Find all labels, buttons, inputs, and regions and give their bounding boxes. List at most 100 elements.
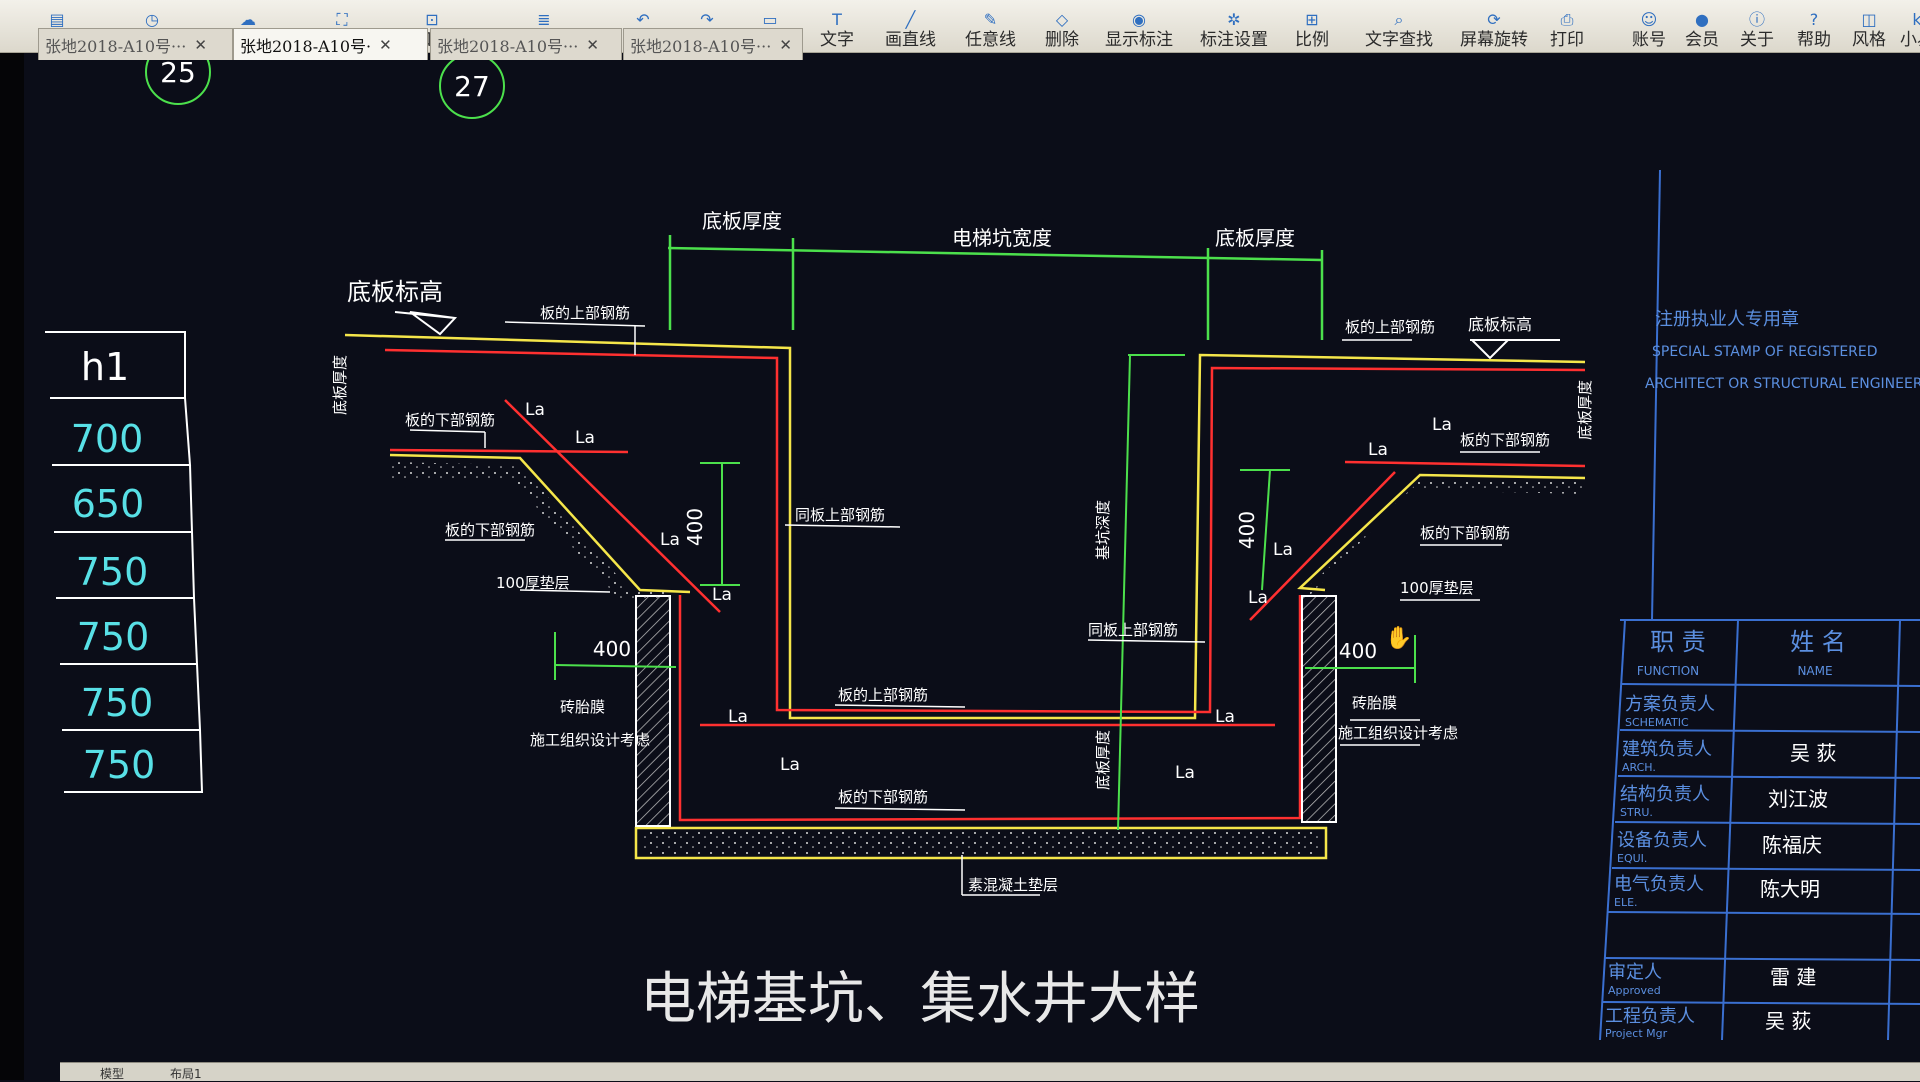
slab-top-rebar-label: 板的上部钢筋 <box>540 304 630 322</box>
tab-document[interactable]: 张地2018-A10号···✕ <box>430 28 622 60</box>
tab-document[interactable]: 张地2018-A10号···✕ <box>623 28 803 60</box>
toolbar-button[interactable]: ◉显示标注 <box>1105 4 1173 51</box>
toolbar-button[interactable]: ✎任意线 <box>965 4 1016 51</box>
slab-thickness-vertical: 底板厚度 <box>1094 730 1112 790</box>
elevation-marker <box>394 311 458 336</box>
toolbar-button[interactable]: ◇删除 <box>1045 4 1079 51</box>
slab-thickness-vertical: 底板厚度 <box>331 355 349 415</box>
la-label: La <box>1432 415 1452 435</box>
tab-layout[interactable]: 布局1 <box>170 1067 202 1081</box>
help-icon: ? <box>1809 10 1819 29</box>
tb-role: 审定人 <box>1608 962 1662 983</box>
construction-note: 施工组织设计考虑 <box>530 731 650 749</box>
stamp-line-en: ARCHITECT OR STRUCTURAL ENGINEER <box>1645 376 1920 392</box>
la-label: La <box>1368 440 1388 460</box>
tb-name: 吴 荻 <box>1765 1009 1811 1033</box>
h-table-value: 700 <box>71 417 144 461</box>
tab-model[interactable]: 模型 <box>100 1067 125 1081</box>
toolbar-button[interactable]: ●会员 <box>1685 4 1719 51</box>
dim-400: 400 <box>1235 511 1259 549</box>
close-icon[interactable]: ✕ <box>194 35 207 54</box>
style-icon: ◫ <box>1861 10 1877 29</box>
depth-dimension-line <box>554 354 1416 831</box>
toolbar-button[interactable]: ☺账号 <box>1632 4 1666 51</box>
elevation-marker <box>1470 339 1560 360</box>
slab-thickness-vertical: 底板厚度 <box>1576 380 1594 440</box>
close-icon[interactable]: ✕ <box>779 35 792 54</box>
toolbar-button-label: 文字 <box>820 30 854 50</box>
tab-document[interactable]: 张地2018-A10号···✕ <box>38 28 233 60</box>
cloud-icon: ☁ <box>240 10 256 29</box>
close-icon[interactable]: ✕ <box>586 35 599 54</box>
close-icon[interactable]: ✕ <box>379 35 392 54</box>
slab-bottom-rebar-label: 板的下部钢筋 <box>445 521 535 539</box>
tb-role: 电气负责人 <box>1614 874 1704 895</box>
tb-role: 工程负责人 <box>1605 1006 1695 1027</box>
brick-wall-left <box>635 595 671 827</box>
toolbar-button-label: 屏幕旋转 <box>1460 30 1528 50</box>
toolbar-button[interactable]: ⌕文字查找 <box>1365 4 1433 51</box>
toolbar-button[interactable]: ⟳屏幕旋转 <box>1460 4 1528 51</box>
print-icon: ⎙ <box>1560 10 1574 29</box>
marker-25: 25 <box>160 56 196 89</box>
open-icon: ▤ <box>49 10 65 29</box>
la-label: La <box>660 530 680 550</box>
slab-top-rebar-label: 板的上部钢筋 <box>1345 318 1435 336</box>
cushion-label: 100厚垫层 <box>1400 579 1474 597</box>
la-label: La <box>575 428 595 448</box>
slab-bottom-rebar-label: 板的下部钢筋 <box>1420 524 1510 542</box>
tb-role-en: EQUI. <box>1617 852 1647 865</box>
toolbar-button[interactable]: ✲标注设置 <box>1200 4 1268 51</box>
toolbar-button[interactable]: ⎙打印 <box>1550 4 1584 51</box>
text-search-icon: ⌕ <box>1394 10 1404 29</box>
toolbar-button[interactable]: ◫风格 <box>1852 4 1886 51</box>
sloped-concrete-left <box>390 462 670 600</box>
info-icon: ⓘ <box>1748 10 1765 29</box>
toolbar-button-label: 账号 <box>1632 30 1666 50</box>
fullview-icon: ⛶ <box>336 10 348 29</box>
tb-role: 方案负责人 <box>1625 694 1715 715</box>
tb-role-en: Approved <box>1608 984 1661 997</box>
dim-slab-thickness-right: 底板厚度 <box>1215 226 1295 250</box>
title-block <box>1599 619 1920 1041</box>
toolbar-button-label: 会员 <box>1685 30 1719 50</box>
eraser-icon: ◇ <box>1055 10 1069 29</box>
tb-role: 结构负责人 <box>1620 784 1710 805</box>
sloped-concrete-right <box>1300 480 1585 595</box>
dim-400: 400 <box>593 637 631 661</box>
toolbar-button-label: 帮助 <box>1797 30 1831 50</box>
drawing-title: 电梯基坑、集水井大样 <box>640 967 1200 1032</box>
concrete-cushion-label: 素混凝土垫层 <box>968 876 1058 894</box>
toolbar-button[interactable]: ╱画直线 <box>885 4 936 51</box>
toolbar-button[interactable]: ?帮助 <box>1797 4 1831 51</box>
concrete-cushion <box>640 830 1322 856</box>
tb-name: 雷 建 <box>1770 965 1816 989</box>
scale-icon: ⊞ <box>1305 10 1319 29</box>
pit-outline <box>344 333 1586 860</box>
toolbar-button[interactable]: ⊞比例 <box>1295 4 1329 51</box>
elevation-label-right: 底板标高 <box>1468 315 1532 334</box>
rotate-icon: ⟳ <box>1487 10 1501 29</box>
tb-name: 陈福庆 <box>1762 833 1822 857</box>
tb-role-en: ARCH. <box>1622 761 1656 774</box>
la-label: La <box>525 400 545 420</box>
h-table-value: 750 <box>77 615 150 659</box>
slab-top-rebar-label: 板的上部钢筋 <box>838 686 928 704</box>
marker-27: 27 <box>454 70 490 103</box>
tb-role-en: STRU. <box>1620 806 1653 819</box>
tb-role-en: ELE. <box>1614 896 1638 909</box>
cushion-label: 100厚垫层 <box>496 574 570 592</box>
h-value-table <box>45 331 204 793</box>
tb-name-en: NAME <box>1797 664 1832 678</box>
toolbar-button[interactable]: k小易 <box>1900 4 1920 51</box>
h-table-value: 750 <box>81 681 154 725</box>
toolbar-button-label: 文字查找 <box>1365 30 1433 50</box>
tab-document-active[interactable]: 张地2018-A10号·✕ <box>233 28 428 60</box>
top-dimension-line <box>667 235 1324 340</box>
undo-icon: ↶ <box>636 10 650 29</box>
toolbar-button-label: 小易 <box>1900 30 1920 50</box>
stamp-area: 注册执业人专用章 SPECIAL STAMP OF REGISTERED ARC… <box>1620 169 1920 621</box>
